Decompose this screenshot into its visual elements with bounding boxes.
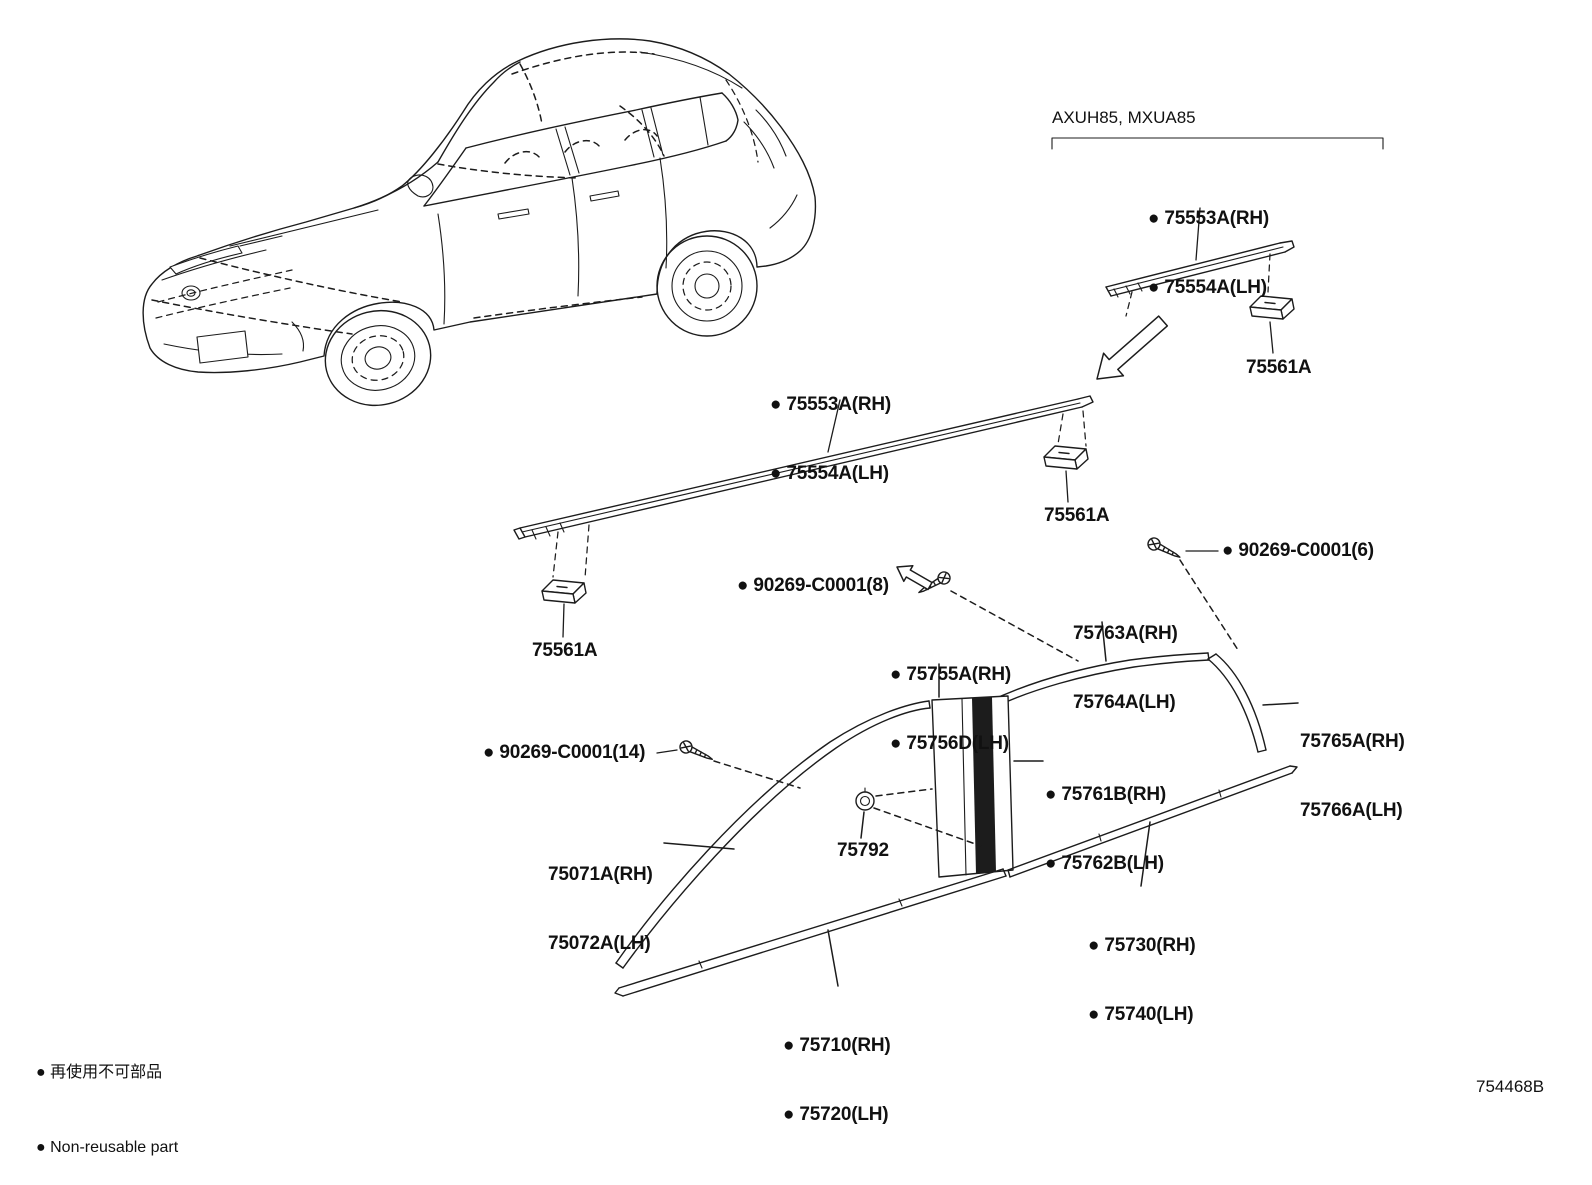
roof-moulding-strip-main xyxy=(519,398,1079,529)
part-number-line: 75765A(RH) xyxy=(1300,731,1405,752)
part-label-clip-detail: 75561A xyxy=(1246,357,1312,378)
roof-moulding-main-view xyxy=(513,395,1094,638)
part-number-line: ● 75730(RH) xyxy=(1088,935,1196,956)
part-number-line: ● 75553A(RH) xyxy=(1148,208,1270,229)
car-hidden-lines xyxy=(151,51,665,335)
car-windows xyxy=(353,61,739,209)
leader-screw-qty14 xyxy=(656,749,678,754)
part-number-line: 75071A(RH) xyxy=(548,864,653,885)
screw-icon-qty14 xyxy=(677,738,716,766)
leader-clip-detail xyxy=(1269,321,1274,354)
assembly-leader-lines xyxy=(663,621,1299,987)
part-number-line: ● 75756D(LH) xyxy=(890,733,1009,754)
rear-wheel xyxy=(656,235,758,337)
screw-icons xyxy=(656,535,1219,766)
window-moulding-assembly xyxy=(614,559,1299,997)
part-label-clip-left: 75561A xyxy=(532,640,598,661)
part-label-rear-window-edge: 75765A(RH) 75766A(LH) xyxy=(1300,684,1405,845)
parts-diagram-page: AXUH85, MXUA85 ● 75553A(RH) ● 75554A(LH)… xyxy=(36,38,1545,1156)
part-label-roof-moulding-main: ● 75553A(RH) ● 75554A(LH) xyxy=(770,347,891,508)
grommet-icon xyxy=(855,787,875,811)
roof-moulding-strip-detail xyxy=(1105,242,1281,288)
car-doors xyxy=(229,157,668,325)
pillar-black-tape xyxy=(972,697,996,874)
diagram-linework xyxy=(142,38,1384,997)
part-label-belt-front: ● 75710(RH) ● 75720(LH) xyxy=(783,988,891,1149)
side-mirror xyxy=(407,174,434,198)
part-number-line: ● 75554A(LH) xyxy=(770,463,889,484)
rear-window-edge-moulding xyxy=(1207,653,1267,753)
car-body-outline xyxy=(142,38,817,374)
part-number-line: ● 75761B(RH) xyxy=(1045,784,1167,805)
legend-line-jp: ● 再使用不可部品 xyxy=(36,1064,163,1081)
direction-arrow-large xyxy=(1096,315,1169,380)
model-code: AXUH85, MXUA85 xyxy=(1052,108,1196,127)
leader-clip-left xyxy=(562,603,565,638)
legend: ● 再使用不可部品 ● Non-reusable part xyxy=(36,1010,178,1185)
part-number-line: ● 75710(RH) xyxy=(783,1035,891,1056)
part-number-line: 75766A(LH) xyxy=(1300,800,1403,821)
screw-icon-qty6 xyxy=(1145,535,1184,564)
diagram-id: 754468B xyxy=(1476,1077,1545,1096)
legend-line-en: ● Non-reusable part xyxy=(36,1139,179,1156)
part-label-pillar-tape: ● 75761B(RH) ● 75762B(LH) xyxy=(1045,737,1166,898)
part-label-rear-window-upper: 75763A(RH) 75764A(LH) xyxy=(1073,576,1178,737)
belt-moulding-front xyxy=(614,868,1007,997)
car-rear-details xyxy=(639,51,798,229)
front-wheel xyxy=(324,309,432,407)
leader-clip-right xyxy=(1065,470,1069,503)
part-number-line: ● 75553A(RH) xyxy=(770,394,892,415)
part-label-clip-right: 75561A xyxy=(1044,505,1110,526)
roof-moulding-detail-view xyxy=(1096,207,1295,380)
leader-roof-moulding-detail xyxy=(1195,207,1201,261)
part-number-line: ● 75720(LH) xyxy=(783,1104,889,1125)
clip-icon-left xyxy=(541,579,587,604)
car-front-details xyxy=(155,235,305,364)
part-number-line: ● 75762B(LH) xyxy=(1045,853,1164,874)
car-illustration xyxy=(142,38,817,407)
direction-arrow-small xyxy=(896,564,933,591)
part-number-line: ● 75740(LH) xyxy=(1088,1004,1194,1025)
part-number-line: ● 75554A(LH) xyxy=(1148,277,1267,298)
clip-icon-right xyxy=(1043,445,1089,470)
part-label-screw-qty14: ● 90269-C0001(14) xyxy=(483,742,646,763)
front-window-frame-moulding xyxy=(615,700,931,969)
part-number-line: 75763A(RH) xyxy=(1073,623,1178,644)
part-label-screw-qty8: ● 90269-C0001(8) xyxy=(737,575,889,596)
belt-moulding-rear xyxy=(1007,765,1298,878)
part-number-line: ● 75755A(RH) xyxy=(890,664,1012,685)
leader-roof-moulding-main xyxy=(827,399,841,453)
part-label-roof-moulding-detail: ● 75553A(RH) ● 75554A(LH) xyxy=(1148,161,1269,322)
model-code-bracket xyxy=(1051,137,1384,150)
part-label-belt-rear: ● 75730(RH) ● 75740(LH) xyxy=(1088,888,1196,1049)
center-pillar-moulding xyxy=(931,695,1014,878)
part-label-screw-qty6: ● 90269-C0001(6) xyxy=(1222,540,1374,561)
brand-emblem xyxy=(181,285,201,301)
assembly-dashed-lines xyxy=(713,559,1239,853)
part-label-grommet: 75792 xyxy=(837,840,889,861)
part-label-center-pillar: ● 75755A(RH) ● 75756D(LH) xyxy=(890,617,1011,778)
part-number-line: 75072A(LH) xyxy=(548,933,651,954)
license-plate xyxy=(196,330,249,364)
part-label-front-window-frame: 75071A(RH) 75072A(LH) xyxy=(548,817,653,978)
part-number-line: 75764A(LH) xyxy=(1073,692,1176,713)
